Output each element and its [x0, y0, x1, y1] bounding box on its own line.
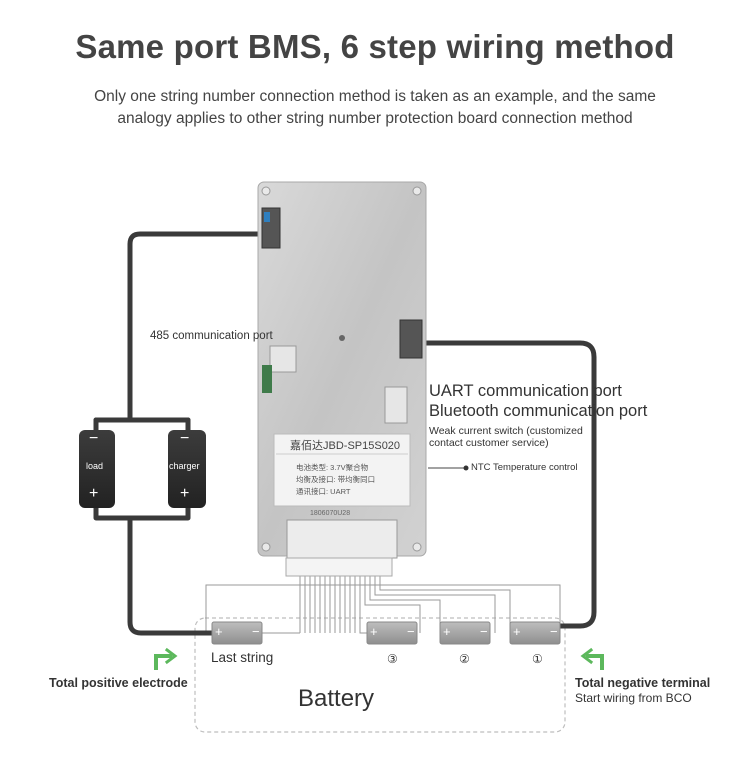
cell-caption-1: ①: [532, 652, 543, 666]
battery-outline: [194, 617, 566, 733]
cell-last-minus: −: [252, 624, 260, 639]
negative-arrow-icon: [580, 647, 604, 670]
battery-title: Battery: [298, 685, 375, 712]
board-label-row-2: 均衡及接口: 带均衡同口: [296, 475, 376, 484]
board-label-row-1: 电池类型: 3.7V聚合物: [296, 463, 369, 472]
charger-terminal-box[interactable]: [168, 430, 206, 508]
cell-2: [439, 621, 491, 645]
board-brand-label: 嘉佰达JBD-SP15S020: [290, 440, 401, 452]
subtitle-line-1: Only one string number connection method…: [94, 88, 656, 105]
board-label-row-3: 通讯接口: UART: [296, 487, 351, 496]
cell-1-minus: −: [550, 624, 558, 639]
negative-note: Start wiring from BCO: [575, 691, 692, 705]
cell-3-minus: −: [407, 624, 415, 639]
bms-board: [257, 181, 427, 577]
cell-last-string: [211, 621, 263, 645]
charger-minus: −: [180, 430, 190, 447]
cell-caption-3: ③: [387, 652, 398, 666]
rs485-port-label: 485 communication port: [150, 330, 273, 342]
load-minus: −: [89, 430, 99, 447]
cell-caption-2: ②: [459, 652, 470, 666]
cell-3: [366, 621, 418, 645]
total-positive-label: Total positive electrode: [49, 676, 188, 690]
power-wires: [93, 231, 597, 636]
subtitle-line-2: analogy applies to other string number p…: [117, 110, 633, 127]
cell-1-plus: +: [513, 624, 521, 639]
weak-switch-label-2: contact customer service): [429, 437, 549, 449]
load-plus: +: [89, 485, 99, 502]
cell-1: [509, 621, 561, 645]
balance-wires: [205, 575, 561, 634]
cell-2-minus: −: [480, 624, 488, 639]
load-label: load: [86, 461, 104, 471]
weak-switch-label-1: Weak current switch (customized: [429, 425, 583, 437]
cell-caption-last: Last string: [211, 650, 274, 665]
bluetooth-port-label: Bluetooth communication port: [429, 402, 648, 420]
load-terminal-box[interactable]: [79, 430, 115, 508]
total-negative-label: Total negative terminal: [575, 676, 711, 690]
page-title: Same port BMS, 6 step wiring method: [75, 28, 675, 65]
ntc-dot: [463, 465, 469, 471]
positive-arrow-icon: [154, 647, 178, 670]
cell-3-plus: +: [370, 624, 378, 639]
ntc-label: NTC Temperature control: [471, 462, 578, 473]
cell-last-plus: +: [215, 624, 223, 639]
cell-2-plus: +: [443, 624, 451, 639]
uart-port-label: UART communication port: [429, 382, 622, 400]
charger-plus: +: [180, 485, 190, 502]
board-serial: 1806070U28: [310, 510, 351, 517]
page-subtitle: Only one string number connection method…: [0, 86, 750, 130]
charger-label: charger: [169, 461, 200, 471]
